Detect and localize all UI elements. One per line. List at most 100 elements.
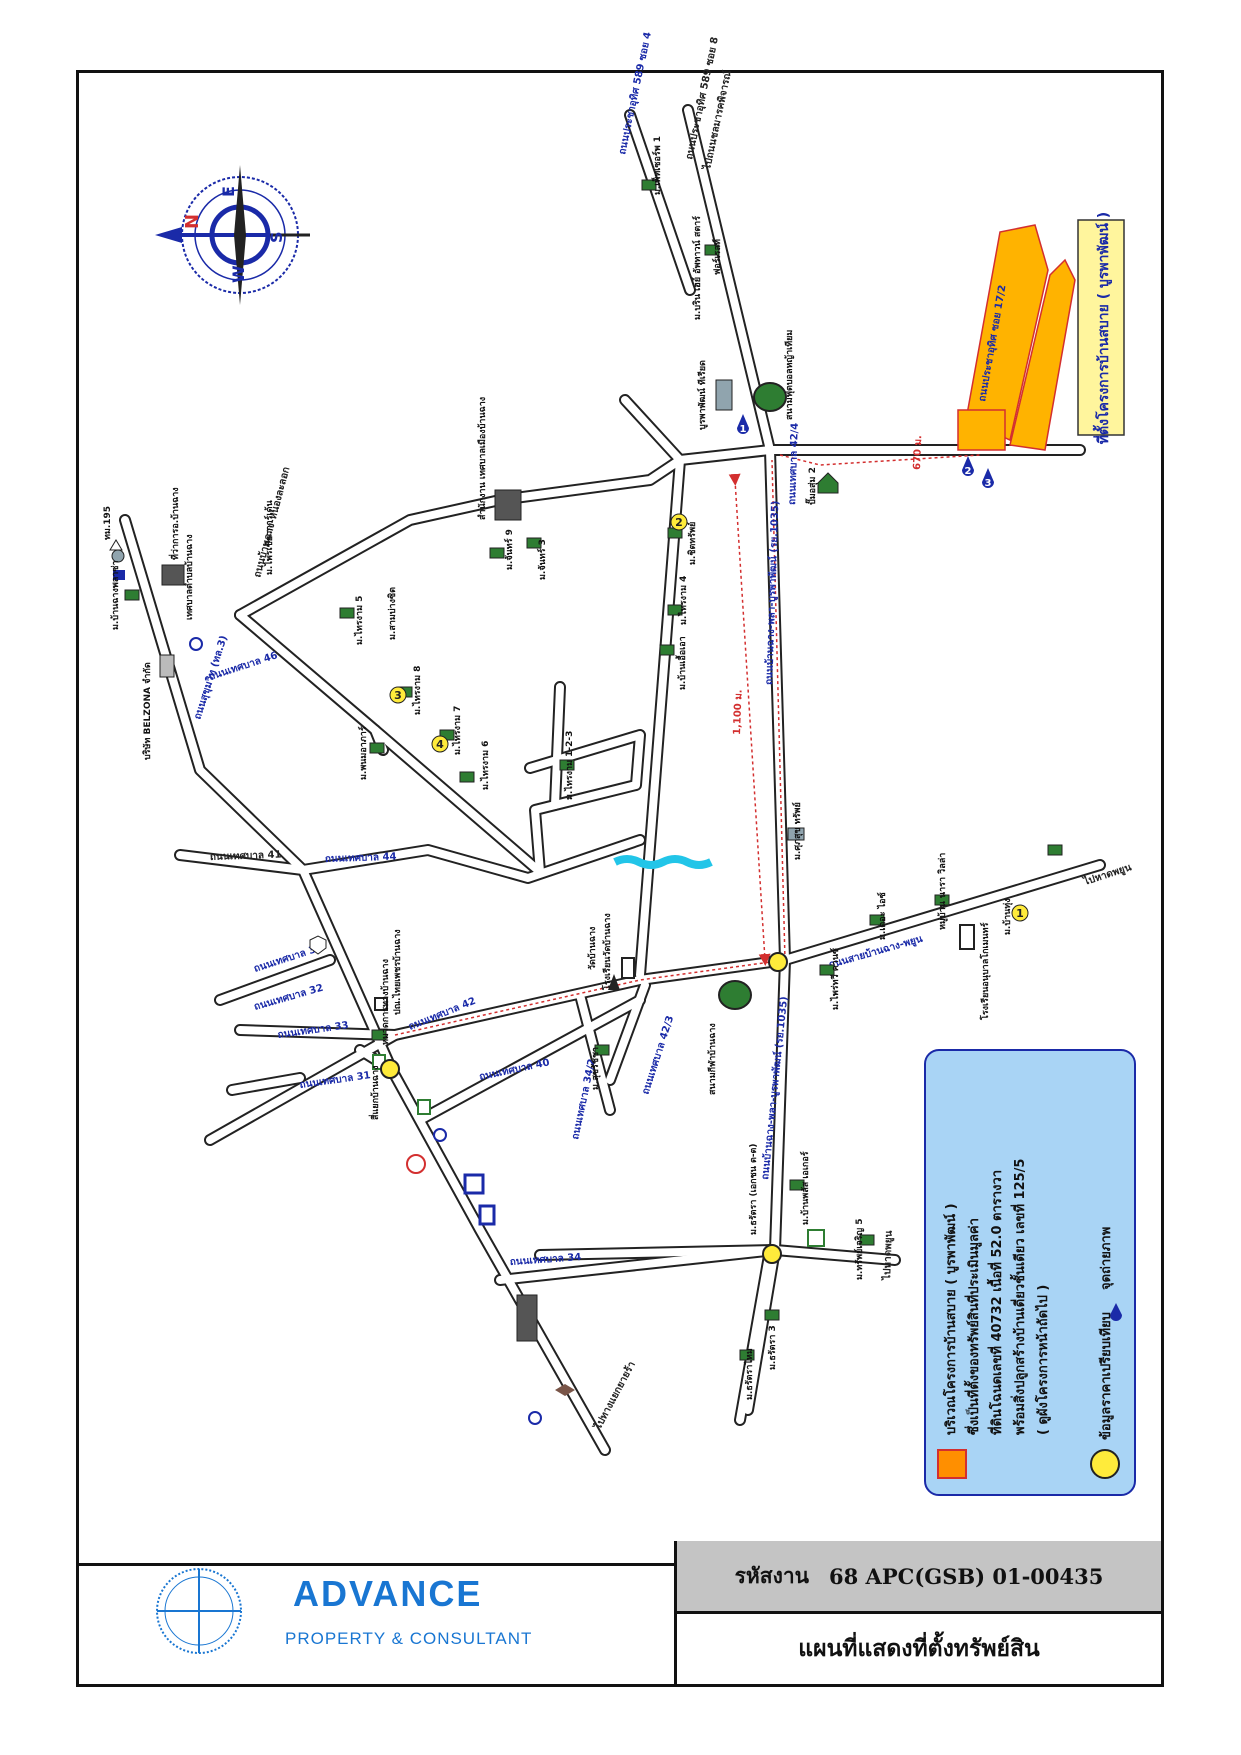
place-label-26: เทศบาลตำบลบ้านฉาง	[184, 534, 195, 620]
comparable-marker-1	[1011, 904, 1029, 922]
legend-line-6: ข้อมูลราคาเปรียบเทียบ	[1098, 1312, 1114, 1440]
legend-line-1: บริเวณโครงการบ้านสบาย ( บูรพาพัฒน์ )	[942, 1203, 959, 1435]
7eleven-icon	[417, 1099, 431, 1115]
place-label-30: หมู่บ้าน นารา วิลล่า	[937, 853, 948, 930]
compass-rose: N E S W	[155, 165, 310, 305]
company-subtitle: PROPERTY & CONSULTANT	[285, 1629, 533, 1648]
shield-icon	[309, 935, 327, 955]
compass-e: E	[219, 186, 238, 197]
place-label-14: ม.ไพรเขียวการ์เด้น	[263, 500, 275, 575]
stadium-icon	[753, 382, 787, 412]
building-icon	[594, 1044, 610, 1056]
photo-point-icon	[982, 468, 994, 488]
pin-icon	[111, 549, 125, 563]
legend-comparable-icon	[1090, 1449, 1120, 1479]
stadium-icon	[718, 980, 752, 1010]
city-hall-icon	[161, 564, 185, 586]
place-label-36: ม.บ้านพลัส เอเกอร์	[799, 1151, 811, 1225]
company-name: ADVANCE	[293, 1573, 483, 1614]
road-label-23: ไปทางแยกยายร้า	[591, 1359, 638, 1432]
legend-project-swatch	[937, 1449, 967, 1479]
factory-icon	[159, 654, 175, 678]
building-icon	[659, 644, 675, 656]
place-label-8: ม.จันทร์ 9	[503, 529, 515, 570]
road-label-12: ถนนเทศบาล 40	[478, 1057, 550, 1083]
compass-s: S	[267, 231, 286, 243]
place-label-13: ม.ศุภสุข ทรัพย์	[791, 802, 803, 860]
building-icon	[789, 1179, 805, 1191]
legend-line-7: จุดถ่ายภาพ	[1099, 1227, 1114, 1290]
place-label-7: สำนักงาน เทศบาลเมืองบ้านฉาง	[476, 397, 488, 520]
building-icon	[559, 759, 575, 771]
building-icon	[489, 547, 505, 559]
photo-point-icon	[962, 456, 974, 476]
place-label-32: ม.สุขรัชชา	[590, 1047, 601, 1090]
place-label-6: ปั๊มอสุ่ม 2	[805, 467, 818, 505]
distance-label-1: 1,100 ม.	[732, 689, 745, 735]
document-title: แผนที่แสดงที่ตั้งทรัพย์สิน	[798, 1635, 1040, 1662]
document-info-block: รหัสงาน 68 APC(GSB) 01-00435 แผนที่แสดงท…	[677, 1541, 1164, 1687]
temple-icon	[608, 974, 620, 990]
road-label-10: ถนนเทศบาล 41	[210, 850, 282, 863]
place-label-33: วัดบ้านฉาง	[587, 927, 598, 970]
building-icon	[526, 537, 542, 549]
place-label-35: สนามกีฬาบ้านฉาง	[707, 1023, 718, 1095]
government-office-icon	[494, 489, 522, 521]
building-icon	[459, 771, 475, 783]
compass-n: N	[182, 214, 203, 229]
place-label-15: ม.ไทรงาม 5	[353, 596, 365, 645]
building-icon	[739, 1349, 755, 1361]
place-label-3: ฟอร์เรสท์	[711, 239, 723, 275]
traffic-circle-icon	[768, 952, 788, 972]
comparable-marker-3	[389, 686, 407, 704]
traffic-circle-icon	[380, 1059, 400, 1079]
bank-icon	[463, 1173, 485, 1195]
comparable-marker-4	[431, 735, 449, 753]
legend-box: บริเวณโครงการบ้านสบาย ( บูรพาพัฒน์ ) ซึ่…	[924, 1049, 1136, 1496]
7eleven-icon	[807, 1229, 825, 1247]
photo-point-2-label: 2	[965, 466, 972, 477]
bank-icon	[478, 1204, 496, 1226]
building-icon	[869, 914, 885, 926]
job-code-value: 68 APC(GSB) 01-00435	[828, 1563, 1104, 1589]
project-label-box	[1077, 219, 1125, 436]
road-label-25: ไปหาดพยูน	[880, 1230, 896, 1281]
project-parcel	[957, 224, 1076, 451]
building-icon	[1047, 844, 1063, 856]
building-icon	[859, 1234, 875, 1246]
place-label-1: ม.เพ็ทเซอร์พ 1	[650, 136, 663, 195]
sign-icon	[109, 539, 123, 551]
road-label-4: ถนนเทศบาล 42/4	[787, 423, 801, 506]
building-icon	[124, 589, 140, 601]
project-label: ที่ตั้งโครงการบ้านสบาย ( บูรพาพัฒน์ )	[1092, 212, 1112, 444]
company-block: ADVANCE PROPERTY & CONSULTANT	[76, 1541, 677, 1687]
post-office-icon	[374, 997, 388, 1011]
place-label-43: สี่แยกบ้านฉาง	[368, 1065, 381, 1120]
place-label-18: ม.ไทรงาม 7	[451, 706, 463, 755]
photo-point-icon	[737, 414, 749, 434]
place-label-4: บูรพาพัฒน์ ทีเรียด	[696, 360, 708, 430]
place-label-22: บริษัท BELZONA จำกัด	[142, 662, 153, 760]
place-label-23: ม.บ้านฉางพลาซ่า	[110, 560, 121, 630]
house-icon	[817, 472, 839, 494]
comparable-marker-4-label: 4	[436, 738, 444, 751]
warehouse-icon	[787, 827, 805, 841]
place-label-11: ม.ไทรงาม 4	[677, 576, 689, 625]
sign-icon	[113, 570, 125, 580]
company-logo-icon	[156, 1568, 242, 1654]
place-label-27: ม.บ้านทุ่ง	[1002, 898, 1013, 935]
route-path	[394, 454, 981, 1036]
photo-point-3-label: 3	[985, 478, 992, 489]
place-label-39: ม.ธรัตรา 3	[767, 1325, 778, 1370]
ptt-icon	[433, 1128, 447, 1142]
place-label-5: สนามฟุตบอลหญ้าเทียม	[784, 330, 795, 420]
place-label-40: ม.ธรัตราไหม	[743, 1348, 755, 1400]
place-label-16: ม.สามบ่างซิต	[387, 587, 398, 640]
gas-station-icon	[406, 1154, 426, 1174]
road-label-19: ถนนเทศบาล 42/3	[640, 1014, 676, 1096]
traffic-circle-icon	[762, 1244, 782, 1264]
comparable-marker-2-label: 2	[675, 516, 683, 529]
comparable-marker-3-label: 3	[394, 689, 402, 702]
building-icon	[764, 1309, 780, 1321]
building-icon	[819, 964, 835, 976]
